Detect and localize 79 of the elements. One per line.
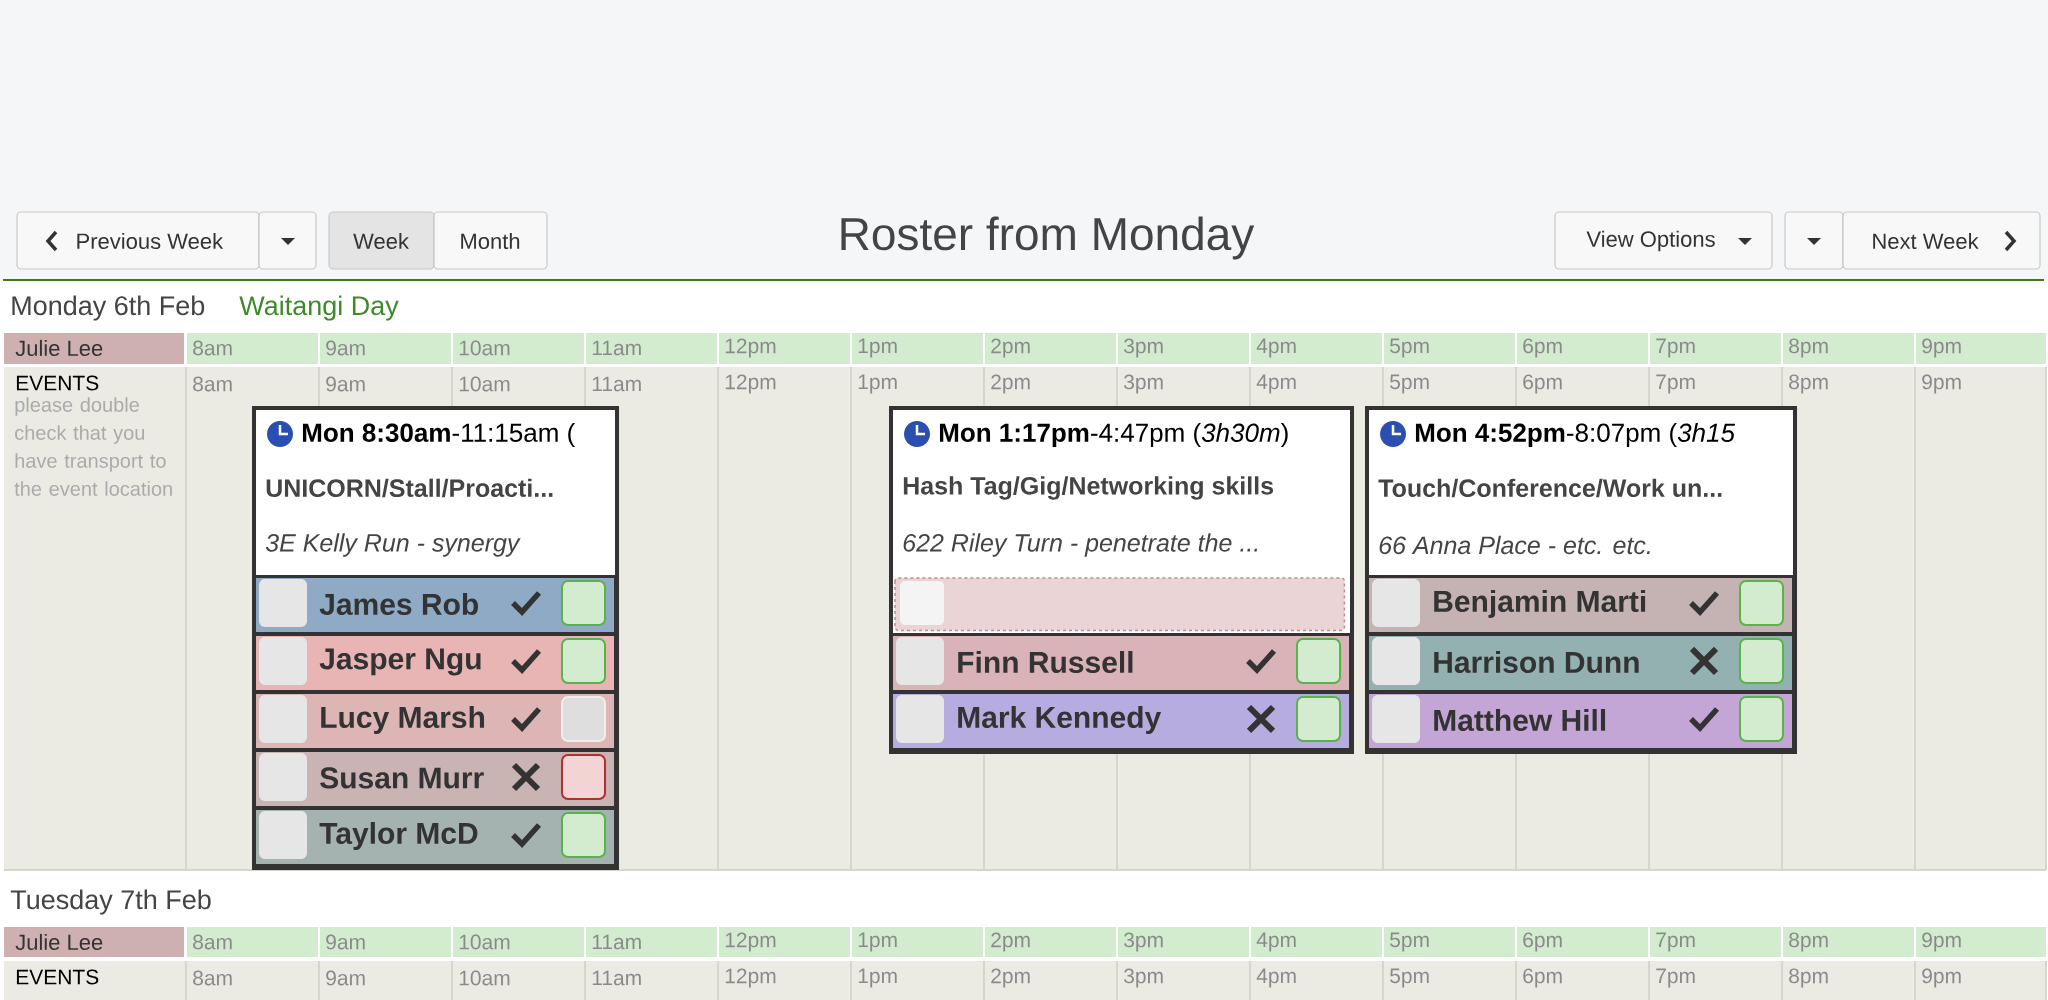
hour-label: 11am	[592, 376, 641, 392]
hour-label: 8am	[193, 970, 232, 986]
hour-label: 6pm	[1523, 968, 1562, 988]
hour-cell: 8am	[187, 927, 318, 957]
hour-cell: 2pm	[985, 927, 1116, 957]
hour-cell: 8pm	[1783, 333, 1914, 364]
event-address: 66 Anna Place - etc. etc.	[1379, 535, 1650, 555]
hour-cell: 4pm	[1251, 333, 1382, 364]
day-heading: Monday 6th Feb	[12, 295, 205, 321]
hour-label: 1pm	[858, 968, 897, 988]
hour-cell: 9pm	[1916, 927, 2046, 957]
event-address: 3E Kelly Run - synergy	[265, 533, 521, 557]
hour-label: 9pm	[1922, 968, 1961, 988]
hour-label: 10am	[459, 970, 510, 986]
hour-cell: 7pm	[1650, 927, 1781, 957]
event-address: 622 Riley Turn - penetrate the ...	[903, 533, 1258, 557]
day-heading: Tuesday 7th Feb	[10, 889, 211, 915]
hour-cell: 12pm	[719, 333, 850, 364]
hour-cell: 3pm	[1118, 927, 1249, 957]
hour-cell: 6pm	[1517, 333, 1648, 364]
hour-cell: 8pm	[1783, 927, 1914, 957]
note: please double check that you have transport to the event location	[14, 397, 172, 496]
hour-label: 8pm	[1789, 374, 1828, 394]
hour-label: 1pm	[858, 374, 897, 394]
hour-label: 6pm	[1523, 374, 1562, 394]
hour-label: 3pm	[1124, 968, 1163, 988]
hour-cell: 11am	[586, 333, 717, 364]
page-title: Roster from Monday	[841, 216, 1255, 260]
hour-cell: 12pm	[719, 927, 850, 957]
event-time: Mon 1:17pm-4:47pm (3h30m)	[939, 422, 1288, 448]
hour-label: 11am	[592, 970, 641, 986]
hour-cell: 5pm	[1384, 927, 1515, 957]
hour-cell: 2pm	[985, 333, 1116, 364]
hour-cell: 10am	[453, 927, 584, 957]
hour-label: 12pm	[725, 968, 776, 988]
hour-label: 8am	[193, 376, 232, 392]
hour-cell: 1pm	[852, 927, 983, 957]
row-heading: EVENTS	[16, 375, 99, 391]
event-title: Touch/Conference/Work un...	[1378, 478, 1722, 498]
hour-label: 9am	[326, 970, 365, 986]
hour-label: 3pm	[1124, 374, 1163, 394]
hour-label: 8pm	[1789, 968, 1828, 988]
hour-cell: 10am	[453, 333, 584, 364]
hour-label: 5pm	[1390, 374, 1429, 394]
hour-cell: 9am	[320, 927, 451, 957]
hour-cell: 5pm	[1384, 333, 1515, 364]
hour-label: 5pm	[1390, 968, 1429, 988]
hour-cell: 6pm	[1517, 927, 1648, 957]
row-heading: EVENTS	[16, 969, 99, 985]
week-tab: Week	[328, 211, 435, 270]
hour-cell: 8am	[187, 333, 318, 364]
hour-cell: 7pm	[1650, 333, 1781, 364]
hour-cell: 9pm	[1916, 333, 2046, 364]
staff-name-cell: Julie Lee	[4, 333, 184, 364]
month-tab: Month	[433, 211, 548, 270]
hour-cell: 9am	[320, 333, 451, 364]
event-time: Mon 4:52pm-8:07pm (3h15	[1415, 422, 1736, 448]
event-title: Hash Tag/Gig/Networking skills	[903, 476, 1274, 500]
holiday-label: Waitangi Day	[239, 295, 399, 321]
hour-cell: 3pm	[1118, 333, 1249, 364]
hour-label: 7pm	[1656, 374, 1695, 394]
hour-cell: 11am	[586, 927, 717, 957]
event-title: UNICORN/Stall/Proacti...	[266, 478, 553, 498]
hour-label: 4pm	[1256, 374, 1296, 394]
hour-cell: 1pm	[852, 333, 983, 364]
hour-label: 12pm	[725, 374, 776, 394]
hour-cell: 4pm	[1251, 927, 1382, 957]
hour-label: 2pm	[991, 968, 1030, 988]
hour-label: 2pm	[991, 374, 1030, 394]
next-week-button: Next Week	[1842, 211, 2041, 270]
hour-label: 7pm	[1656, 968, 1695, 988]
hour-label: 10am	[459, 376, 510, 392]
event-time: Mon 8:30am-11:15am (	[302, 422, 576, 448]
view-options-button: View Options	[1554, 211, 1773, 270]
staff-name-cell: Julie Lee	[4, 927, 184, 957]
hour-label: 9pm	[1922, 374, 1961, 394]
previous-week-button: Previous Week	[16, 211, 260, 270]
hour-label: 9am	[326, 376, 365, 392]
hour-label: 4pm	[1256, 968, 1296, 988]
